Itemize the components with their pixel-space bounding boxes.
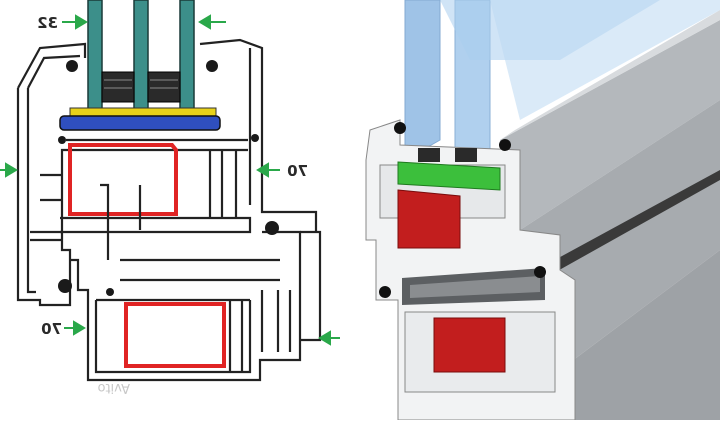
cross-section-drawing: 32 70 70 (0, 0, 340, 382)
watermark-text: Avito (97, 380, 130, 395)
blue-glazing-strip (59, 115, 221, 131)
lower-profile-outline (70, 183, 322, 382)
rubber-seals (58, 60, 279, 296)
dimension-label-glass: 32 (37, 14, 58, 32)
glass-panes (87, 0, 195, 111)
dimension-arrows (0, 14, 340, 346)
reinforcement-lower (124, 302, 226, 368)
yellow-spacer (69, 107, 217, 117)
rendered-glass (404, 0, 720, 161)
rendered-profile (365, 0, 720, 421)
dimension-label-sash: 70 (41, 320, 62, 338)
reinforcement-upper (68, 143, 178, 216)
dimension-label-frame: 70 (287, 162, 308, 180)
rendered-seals (379, 122, 546, 298)
upper-profile-outline (16, 38, 270, 307)
rendered-reinforcement-upper (397, 189, 461, 249)
rendered-reinforcement-lower (433, 317, 506, 373)
rendered-green-spacer (397, 161, 501, 191)
